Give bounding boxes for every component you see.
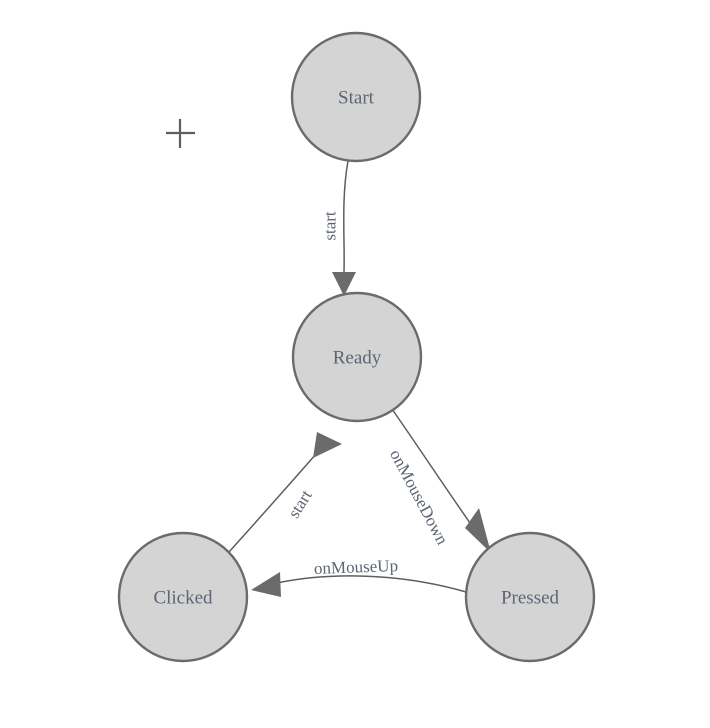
node-label: Ready xyxy=(333,348,382,369)
arrowhead-icon xyxy=(313,432,342,458)
node-label: Pressed xyxy=(501,588,560,609)
arrowhead-icon xyxy=(251,572,281,597)
node-shape xyxy=(117,531,249,663)
edge-clicked-to-ready[interactable]: start xyxy=(228,432,342,553)
edge-label-pressed-to-clicked: onMouseUp xyxy=(314,556,399,578)
node-shape xyxy=(290,31,422,163)
node-label: Start xyxy=(338,88,375,109)
node-start[interactable]: Start xyxy=(290,31,422,163)
edge-pressed-to-clicked[interactable]: onMouseUp xyxy=(251,556,467,597)
node-label: Clicked xyxy=(153,588,213,609)
arrowhead-icon xyxy=(332,272,356,296)
node-shape xyxy=(291,291,423,423)
edge-path xyxy=(343,160,349,273)
node-ready[interactable]: Ready xyxy=(291,291,423,423)
plus-icon[interactable] xyxy=(166,119,195,148)
node-pressed[interactable]: Pressed xyxy=(464,531,596,663)
node-shape xyxy=(464,531,596,663)
edge-label-start-to-ready: start xyxy=(321,211,340,241)
edge-path xyxy=(276,575,467,593)
edge-label-clicked-to-ready: start xyxy=(284,486,316,521)
node-clicked[interactable]: Clicked xyxy=(117,531,249,663)
edge-start-to-ready[interactable]: start xyxy=(321,160,357,296)
arrowhead-icon xyxy=(465,508,491,553)
edge-ready-to-pressed[interactable]: onMouseDown xyxy=(386,408,491,553)
edge-label-ready-to-pressed: onMouseDown xyxy=(386,446,452,548)
